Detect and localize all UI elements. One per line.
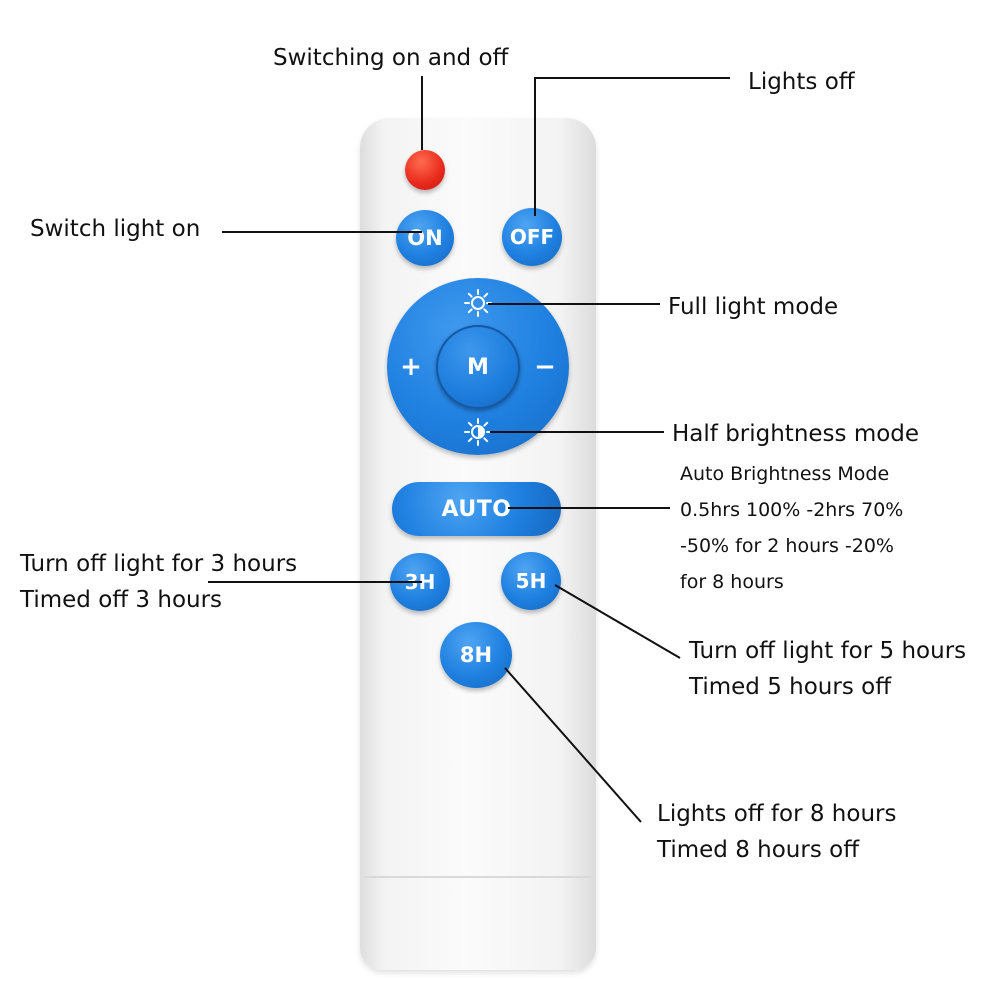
callout-lights-off: Lights off [748, 69, 855, 95]
callout-3h-line: Turn off light for 3 hours [20, 551, 298, 577]
battery-cover-seam [364, 876, 592, 878]
timer-5h-button[interactable]: 5H [501, 552, 561, 610]
callout-5h: Turn off light for 5 hours Timed 5 hours… [689, 633, 966, 705]
callout-switch-on: Switch light on [30, 216, 201, 242]
callout-half-brightness: Half brightness mode [672, 421, 920, 447]
half-brightness-sun-icon[interactable] [463, 417, 493, 447]
callout-8h-line: Timed 8 hours off [657, 837, 860, 863]
callout-auto-line: -50% for 2 hours -20% [680, 535, 894, 557]
callout-3h-line: Timed off 3 hours [20, 587, 223, 613]
full-light-sun-icon[interactable] [463, 288, 493, 318]
plus-button[interactable]: + [400, 352, 422, 382]
timer-3h-button[interactable]: 3H [390, 553, 450, 611]
minus-button[interactable]: − [534, 352, 556, 382]
timer-8h-button[interactable]: 8H [440, 622, 512, 688]
remote-body [360, 118, 596, 970]
callout-8h: Lights off for 8 hours Timed 8 hours off [657, 796, 896, 868]
callout-auto-line: 0.5hrs 100% -2hrs 70% [680, 499, 904, 521]
callout-full-light: Full light mode [668, 294, 839, 320]
auto-button[interactable]: AUTO [392, 482, 561, 536]
mode-button[interactable]: M [436, 325, 520, 409]
callout-auto-line: Auto Brightness Mode [680, 463, 890, 485]
callout-5h-line: Timed 5 hours off [689, 674, 892, 700]
callout-8h-line: Lights off for 8 hours [657, 801, 897, 827]
callout-auto: Auto Brightness Mode 0.5hrs 100% -2hrs 7… [680, 456, 903, 600]
on-button[interactable]: ON [396, 210, 454, 266]
power-button[interactable] [405, 150, 445, 190]
callout-auto-line: for 8 hours [680, 571, 784, 593]
callout-3h: Turn off light for 3 hours Timed off 3 h… [20, 546, 297, 618]
callout-power: Switching on and off [273, 45, 509, 71]
off-button[interactable]: OFF [502, 208, 562, 266]
callout-5h-line: Turn off light for 5 hours [689, 638, 967, 664]
